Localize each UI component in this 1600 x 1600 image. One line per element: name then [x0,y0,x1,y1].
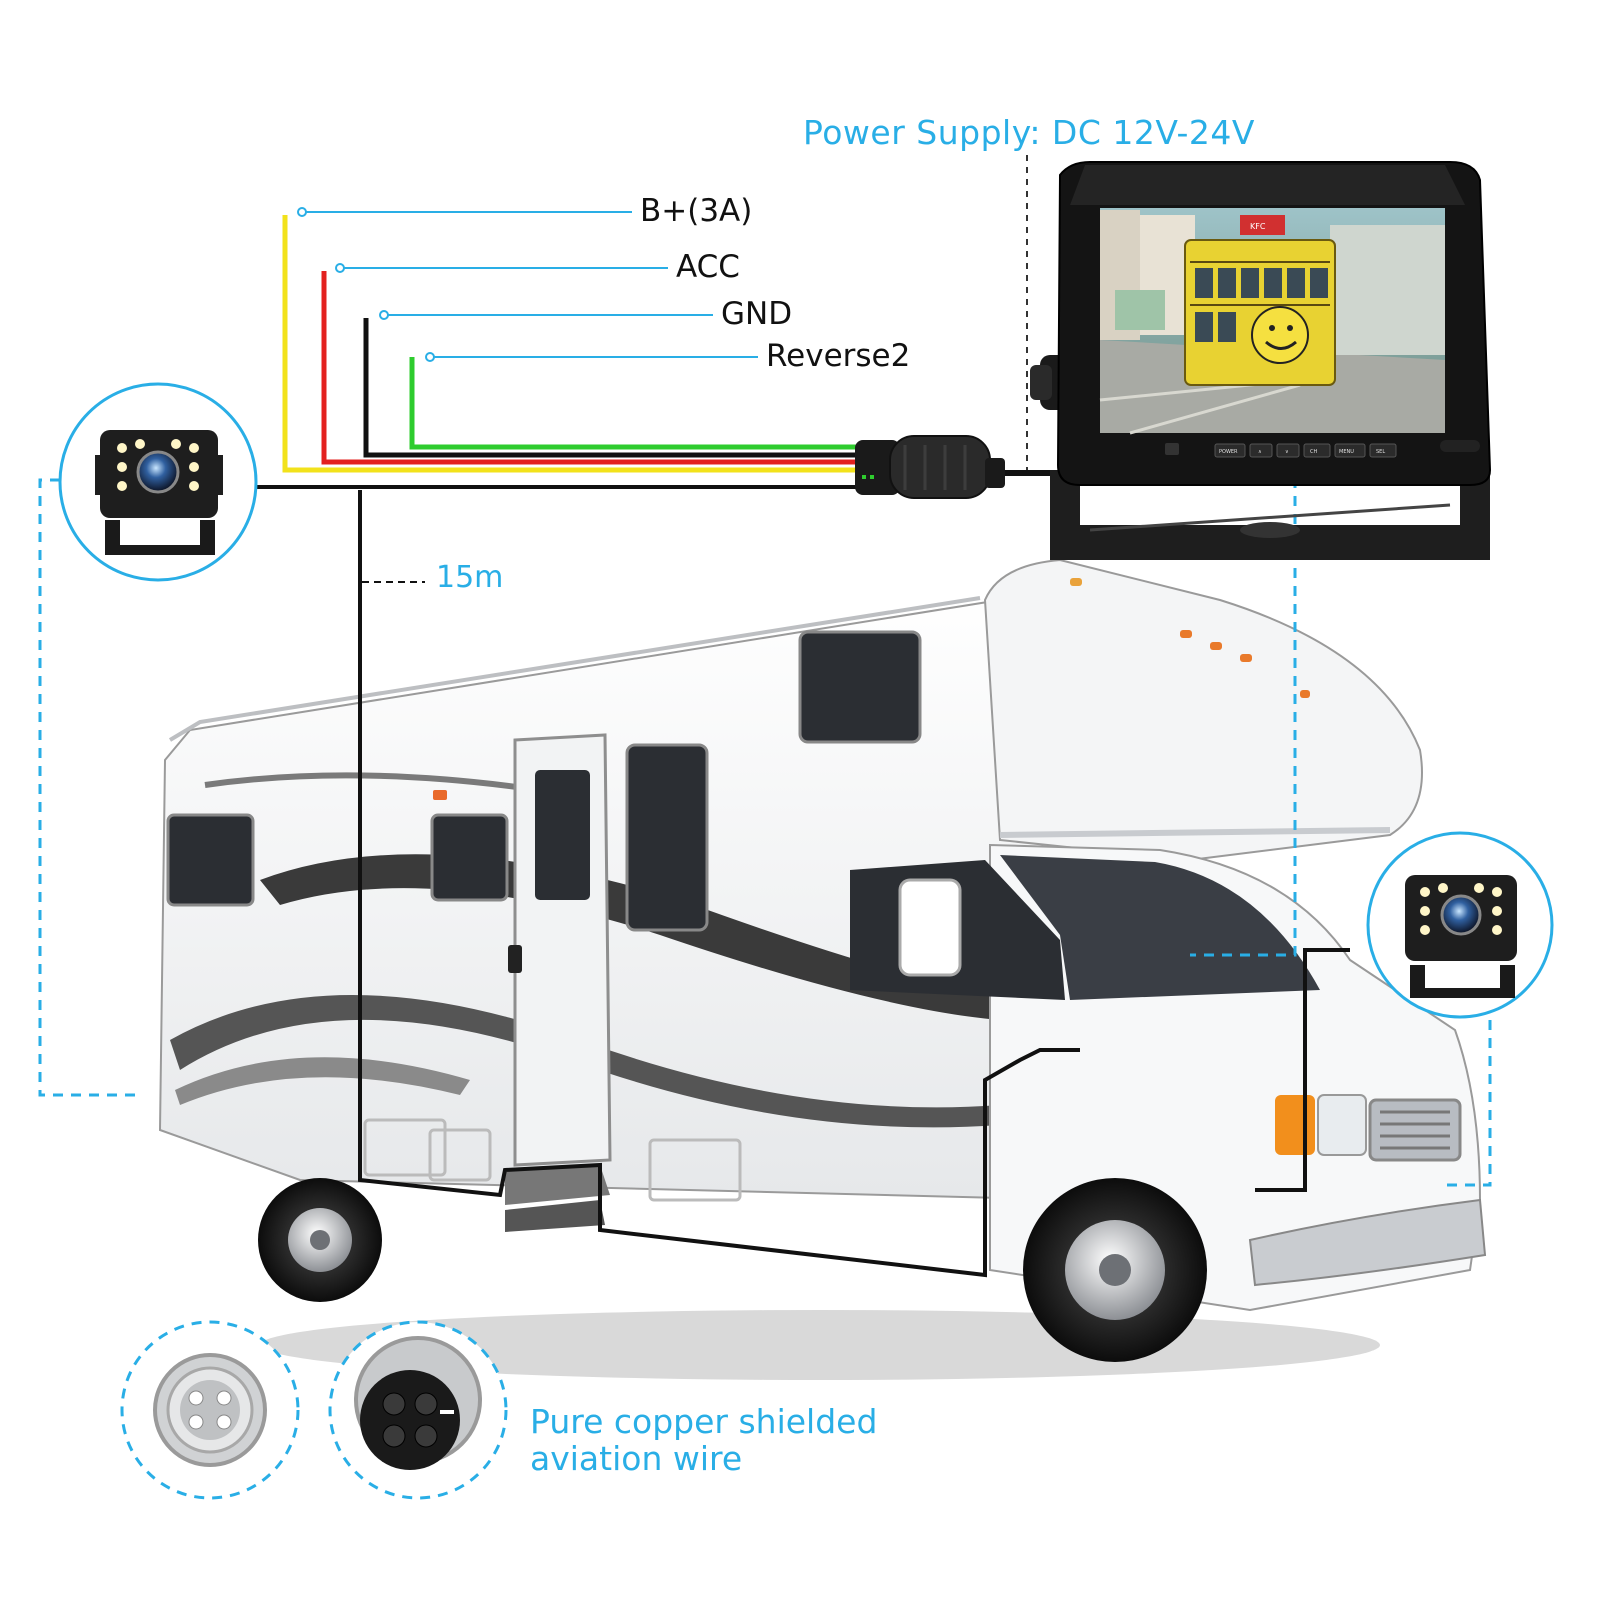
wire-label-b-plus: B+(3A) [640,193,753,229]
monitor-sel-label: SEL [1376,449,1385,455]
wire-harness [220,215,1075,489]
monitor-down-button[interactable]: ∨ [1276,443,1300,458]
connector-note-line-2: aviation wire [530,1439,743,1478]
leader-dot-gnd [379,310,389,320]
power-supply-label: Power Supply: DC 12V-24V [803,113,1255,152]
monitor-down-label: ∨ [1285,449,1289,455]
wire-b-plus [282,215,860,473]
monitor-up-button[interactable]: ∧ [1249,443,1273,458]
wire-label-reverse: Reverse2 [766,338,911,374]
wire-label-gnd: GND [721,296,793,332]
monitor-button-strip: POWER ∧ ∨ CH MENU SEL [1214,443,1397,458]
wire-leader-lines [305,211,758,358]
aviation-plug-male-icon [120,1320,300,1500]
wire-acc [321,271,860,465]
monitor-menu-button[interactable]: MENU [1334,443,1366,458]
camera-position-guides [38,460,1492,1187]
leader-dot-b-plus [297,207,307,217]
monitor-icon: KFC [1030,161,1492,560]
connector-note-line-1: Pure copper shielded [530,1402,878,1441]
cable-length-label: 15m [436,560,504,595]
monitor-power-button[interactable]: POWER [1214,443,1246,458]
wire-gnd [363,318,860,458]
monitor-up-label: ∧ [1258,449,1262,455]
wire-reverse [409,357,860,450]
monitor-power-label: POWER [1219,449,1238,455]
monitor-sel-button[interactable]: SEL [1369,443,1397,458]
monitor-menu-label: MENU [1339,449,1354,455]
backup-camera-right-icon [1366,831,1554,1019]
leader-dot-reverse [425,352,435,362]
rv-motorhome-icon [158,490,1487,1380]
leader-dot-acc [335,263,345,273]
monitor-ch-button[interactable]: CH [1303,443,1331,458]
monitor-ch-label: CH [1310,449,1317,455]
aviation-plug-female-icon [328,1320,508,1500]
backup-camera-left-icon [58,382,258,582]
screen-sign-kfc: KFC [1250,222,1266,231]
wire-label-acc: ACC [676,249,740,285]
wire-connector-icon [855,435,1005,499]
connector-note: Pure copper shielded aviation wire [530,1403,877,1477]
